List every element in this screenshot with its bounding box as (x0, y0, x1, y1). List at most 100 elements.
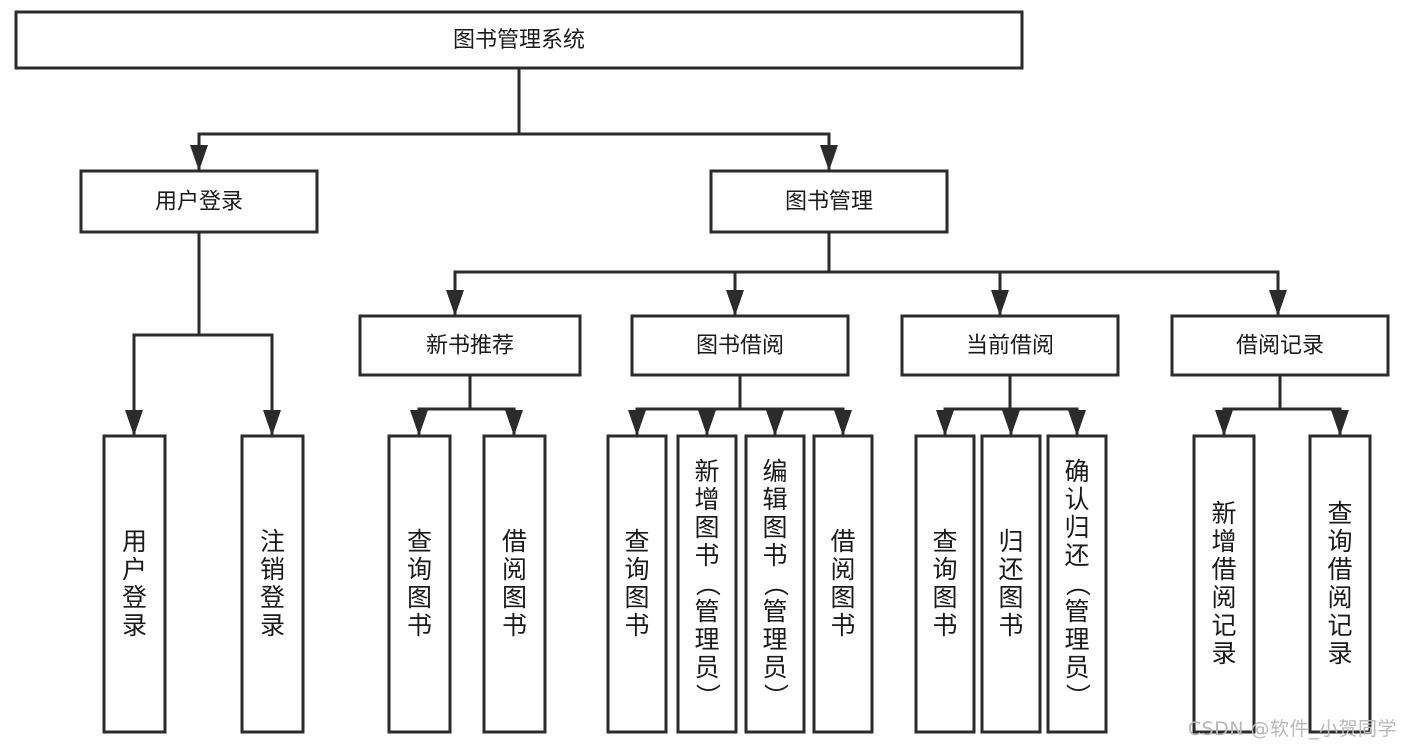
node-label-leaf-query-book-rec-char-1: 询 (407, 555, 432, 584)
node-label-leaf-query-book-cb-char-3: 书 (932, 611, 957, 640)
node-box-root[interactable] (14, 10, 1024, 70)
node-label-leaf-borrow-book-bb-char-1: 阅 (830, 555, 855, 584)
node-box-book-borrow[interactable] (630, 314, 850, 377)
arrow-head-icon (1269, 290, 1287, 316)
node-box-leaf-edit-book[interactable] (744, 434, 806, 734)
arrow-head-icon (1331, 410, 1349, 436)
node-label-leaf-borrow-book-bb-char-2: 图 (830, 583, 855, 612)
node-box-leaf-return-book[interactable] (980, 434, 1042, 734)
node-box-new-book-recommend[interactable] (358, 314, 582, 377)
node-label-leaf-return-book-char-1: 还 (998, 555, 1023, 584)
node-label-leaf-borrow-book-bb-char-3: 书 (830, 611, 855, 640)
node-label-leaf-user-login-char-3: 录 (122, 611, 147, 640)
node-label-leaf-confirm-return-char-3: 还 (1064, 541, 1089, 570)
arrow-head-icon (1068, 410, 1086, 436)
node-label-leaf-add-book-char-0: 新 (694, 457, 719, 486)
node-label-leaf-add-book-char-5: 管 (694, 597, 719, 626)
node-label-leaf-logout-char-1: 销 (260, 555, 285, 584)
arrow-head-icon (834, 410, 852, 436)
node-label-leaf-add-book-char-4: （ (693, 571, 722, 596)
node-box-leaf-query-book-rec[interactable] (387, 434, 452, 734)
node-box-leaf-user-login[interactable] (102, 434, 167, 734)
node-box-current-borrow[interactable] (900, 314, 1120, 377)
node-box-leaf-add-book[interactable] (676, 434, 738, 734)
node-box-borrow-record[interactable] (1170, 314, 1390, 377)
arrow-head-icon (698, 410, 716, 436)
csdn-watermark: CSDN @软件_小贺同学 (1187, 718, 1397, 740)
node-label-leaf-query-record-char-3: 阅 (1327, 583, 1352, 612)
node-label-leaf-add-record-char-1: 增 (1211, 527, 1236, 556)
node-label-leaf-edit-book-char-1: 辑 (762, 485, 787, 514)
node-label-leaf-confirm-return-char-4: （ (1063, 571, 1092, 596)
node-label-leaf-add-record-char-0: 新 (1211, 499, 1236, 528)
node-label-leaf-add-book-char-1: 增 (694, 485, 719, 514)
node-label-leaf-query-record-char-0: 查 (1327, 499, 1352, 528)
node-box-leaf-borrow-book-bb[interactable] (812, 434, 874, 734)
node-label-leaf-confirm-return-char-5: 管 (1064, 597, 1089, 626)
node-label-leaf-logout-char-2: 登 (260, 583, 285, 612)
node-label-leaf-borrow-book-rec-char-3: 书 (502, 611, 527, 640)
arrow-head-icon (628, 410, 646, 436)
node-label-leaf-add-book-char-3: 书 (694, 541, 719, 570)
node-label-leaf-edit-book-char-2: 图 (762, 513, 787, 542)
node-box-leaf-query-book-bb[interactable] (606, 434, 668, 734)
arrow-head-icon (263, 410, 281, 436)
connector-lines (132, 66, 1342, 438)
node-box-leaf-confirm-return[interactable] (1046, 434, 1108, 734)
node-label-leaf-confirm-return-char-1: 认 (1064, 485, 1089, 514)
node-label-leaf-add-book-char-2: 图 (694, 513, 719, 542)
node-label-leaf-query-book-rec-char-0: 查 (407, 527, 432, 556)
arrow-head-icon (505, 410, 523, 436)
node-label-leaf-edit-book-char-0: 编 (762, 457, 787, 486)
node-label-leaf-user-login-char-2: 登 (122, 583, 147, 612)
node-label-leaf-query-record-char-1: 询 (1327, 527, 1352, 556)
node-label-leaf-add-record-char-5: 录 (1211, 639, 1236, 668)
node-label-leaf-edit-book-char-6: 理 (762, 625, 787, 654)
node-label-leaf-user-login-char-1: 户 (122, 555, 147, 584)
node-label-leaf-add-record-char-4: 记 (1211, 611, 1236, 640)
node-box-leaf-logout[interactable] (240, 434, 305, 734)
node-label-leaf-query-record-char-4: 记 (1327, 611, 1352, 640)
node-label-leaf-borrow-book-rec-char-0: 借 (502, 527, 527, 556)
node-label-leaf-borrow-book-rec-char-1: 阅 (502, 555, 527, 584)
node-box-user-login[interactable] (79, 169, 319, 234)
arrow-head-icon (125, 410, 143, 436)
node-label-leaf-return-book-char-3: 书 (998, 611, 1023, 640)
arrow-head-icon (936, 410, 954, 436)
node-box-leaf-query-book-cb[interactable] (914, 434, 976, 734)
node-box-leaf-add-record[interactable] (1192, 434, 1256, 734)
node-label-leaf-query-book-rec-char-3: 书 (407, 611, 432, 640)
node-label-leaf-add-book-char-7: 员 (694, 653, 719, 682)
node-label-leaf-borrow-book-rec-char-2: 图 (502, 583, 527, 612)
node-label-leaf-confirm-return-char-7: 员 (1064, 653, 1089, 682)
node-box-leaf-borrow-book-rec[interactable] (482, 434, 547, 734)
node-label-leaf-user-login-char-0: 用 (122, 527, 147, 556)
node-label-book-borrow: 图书借阅 (696, 334, 784, 359)
node-label-leaf-borrow-book-bb-char-0: 借 (830, 527, 855, 556)
arrow-heads (125, 145, 1349, 436)
arrow-head-icon (410, 410, 428, 436)
arrow-head-icon (766, 410, 784, 436)
node-label-leaf-return-book-char-2: 图 (998, 583, 1023, 612)
node-label-leaf-edit-book-char-8: ） (761, 683, 790, 708)
arrow-head-icon (991, 290, 1009, 316)
node-label-leaf-edit-book-char-3: 书 (762, 541, 787, 570)
node-label-borrow-record: 借阅记录 (1236, 334, 1324, 359)
node-label-leaf-edit-book-char-5: 管 (762, 597, 787, 626)
node-label-leaf-query-book-cb-char-2: 图 (932, 583, 957, 612)
node-box-leaf-query-record[interactable] (1308, 434, 1372, 734)
node-label-book-manage: 图书管理 (785, 190, 873, 215)
node-label-leaf-edit-book-char-7: 员 (762, 653, 787, 682)
node-label-leaf-query-record-char-5: 录 (1327, 639, 1352, 668)
node-box-book-manage[interactable] (709, 169, 949, 234)
node-label-leaf-add-book-char-8: ） (693, 683, 722, 708)
node-label-leaf-add-record-char-2: 借 (1211, 555, 1236, 584)
node-label-leaf-query-book-bb-char-2: 图 (624, 583, 649, 612)
node-label-leaf-query-book-rec-char-2: 图 (407, 583, 432, 612)
node-label-leaf-logout-char-3: 录 (260, 611, 285, 640)
node-label-leaf-query-book-bb-char-1: 询 (624, 555, 649, 584)
node-label-leaf-return-book-char-0: 归 (998, 527, 1023, 556)
node-label-leaf-query-record-char-2: 借 (1327, 555, 1352, 584)
node-label-leaf-add-book-char-6: 理 (694, 625, 719, 654)
